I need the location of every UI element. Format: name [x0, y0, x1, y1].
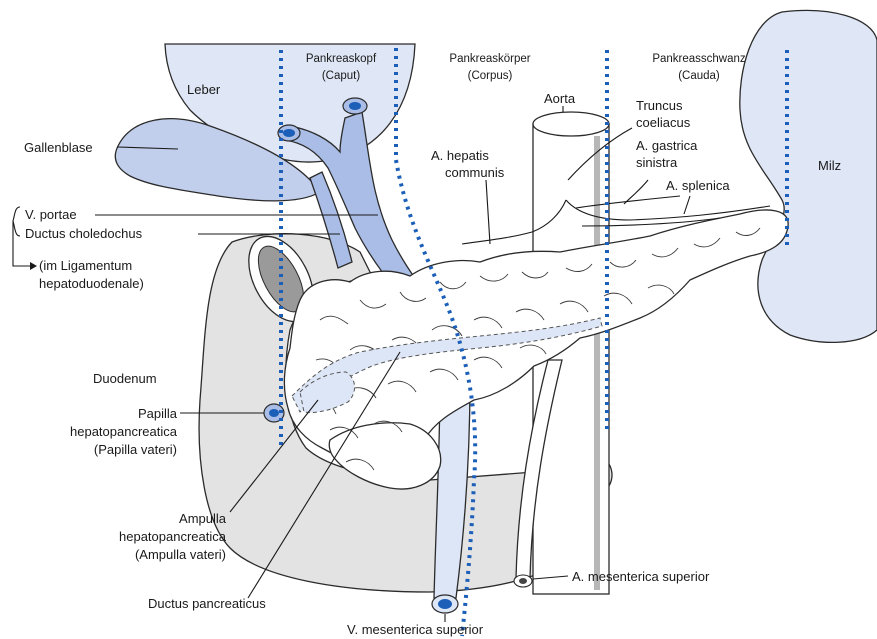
arrowhead-ligamentum — [30, 262, 37, 270]
label-a-gastrica-1: A. gastrica — [636, 138, 698, 153]
label-ligamentum-2: hepatoduodenale) — [39, 276, 144, 291]
label-a-mesenterica-superior: A. mesenterica superior — [572, 569, 710, 584]
label-papilla-3: (Papilla vateri) — [94, 442, 177, 457]
label-leber: Leber — [187, 82, 221, 97]
label-papilla-2: hepatopancreatica — [70, 424, 178, 439]
label-ampulla-1: Ampulla — [179, 511, 227, 526]
label-ligamentum-1: (im Ligamentum — [39, 258, 132, 273]
label-papilla-1: Papilla — [138, 406, 178, 421]
label-ductus-pancreaticus: Ductus pancreaticus — [148, 596, 266, 611]
sup-mesenteric-artery-lumen — [519, 578, 527, 584]
sup-mesenteric-vein-lumen — [438, 599, 452, 609]
region-corpus-sub: (Corpus) — [468, 70, 513, 82]
region-corpus-title: Pankreaskörper — [449, 53, 530, 65]
label-a-splenica: A. splenica — [666, 178, 730, 193]
leader-a-hepatis — [486, 180, 490, 244]
label-aorta: Aorta — [544, 91, 576, 106]
label-milz: Milz — [818, 158, 841, 173]
spleen-shape — [740, 10, 877, 342]
label-truncus-1: Truncus — [636, 98, 683, 113]
label-truncus-2: coeliacus — [636, 115, 691, 130]
label-ampulla-3: (Ampulla vateri) — [135, 547, 226, 562]
label-gallenblase: Gallenblase — [24, 140, 93, 155]
region-caput-title: Pankreaskopf — [306, 53, 377, 65]
region-cauda-title: Pankreasschwanz — [652, 53, 746, 65]
label-ductus-choledochus: Ductus choledochus — [25, 226, 143, 241]
region-cauda-sub: (Cauda) — [678, 70, 720, 82]
label-v-mesenterica-superior: V. mesenterica superior — [347, 622, 484, 637]
label-a-gastrica-2: sinistra — [636, 155, 678, 170]
papilla-lumen — [269, 409, 279, 417]
portal-vein-lumen-top — [349, 102, 361, 110]
leader-a-splenica — [684, 196, 690, 214]
label-a-hepatis-2: communis — [445, 165, 505, 180]
aorta-top-opening — [533, 112, 609, 136]
label-v-portae: V. portae — [25, 207, 77, 222]
label-duodenum: Duodenum — [93, 371, 157, 386]
bracket-v-portae — [13, 207, 20, 236]
region-caput-sub: (Caput) — [322, 70, 361, 82]
label-a-hepatis-1: A. hepatis — [431, 148, 489, 163]
bile-duct-lumen — [283, 129, 295, 137]
label-ampulla-2: hepatopancreatica — [119, 529, 227, 544]
